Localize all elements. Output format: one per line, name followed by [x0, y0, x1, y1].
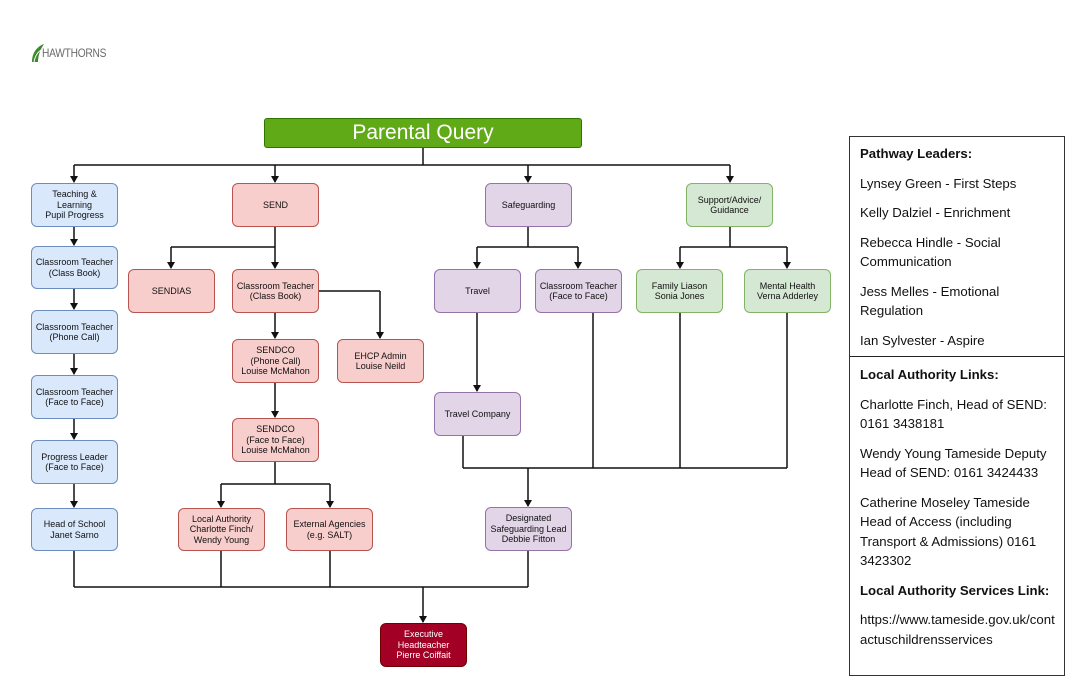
- node-travel-company: Travel Company: [434, 392, 521, 436]
- services-url[interactable]: https://www.tameside.gov.uk/contactuschi…: [860, 612, 1055, 647]
- node-designated-safeguarding-lead: Designated Safeguarding Lead Debbie Fitt…: [485, 507, 572, 551]
- parental-query-title: Parental Query: [264, 118, 582, 148]
- node-classroom-teacher-phone: Classroom Teacher (Phone Call): [31, 310, 118, 354]
- node-executive-headteacher: Executive Headteacher Pierre Coiffait: [380, 623, 467, 667]
- pathway-leaders-heading: Pathway Leaders:: [860, 146, 973, 161]
- node-travel: Travel: [434, 269, 521, 313]
- node-classroom-teacher-class-book-send: Classroom Teacher (Class Book): [232, 269, 319, 313]
- node-ehcp-admin: EHCP Admin Louise Neild: [337, 339, 424, 383]
- node-classroom-teacher-face-left: Classroom Teacher (Face to Face): [31, 375, 118, 419]
- node-support-advice-guidance: Support/Advice/ Guidance: [686, 183, 773, 227]
- services-link-heading: Local Authority Services Link:: [860, 582, 1050, 598]
- logo-text: HAWTHORNS: [42, 46, 107, 60]
- node-sendco-phone: SENDCO (Phone Call) Louise McMahon: [232, 339, 319, 383]
- pathway-leader-item: Lynsey Green - First Steps: [860, 175, 1017, 191]
- node-head-of-school: Head of School Janet Sarno: [31, 508, 118, 551]
- hawthorns-logo: HAWTHORNS: [30, 40, 110, 68]
- node-classroom-teacher-face-safeguarding: Classroom Teacher (Face to Face): [535, 269, 622, 313]
- local-authority-link-item: Catherine Moseley Tameside Head of Acces…: [860, 494, 1037, 569]
- node-family-liason: Family Liason Sonia Jones: [636, 269, 723, 313]
- node-local-authority: Local Authority Charlotte Finch/ Wendy Y…: [178, 508, 265, 551]
- panel-divider: [850, 356, 1064, 357]
- leaf-icon: [32, 44, 44, 63]
- local-authority-links-heading: Local Authority Links:: [860, 367, 999, 382]
- node-progress-leader: Progress Leader (Face to Face): [31, 440, 118, 484]
- node-classroom-teacher-class-book-left: Classroom Teacher (Class Book): [31, 246, 118, 289]
- local-authority-link-item: Charlotte Finch, Head of SEND: 0161 3438…: [860, 396, 1047, 432]
- pathway-leader-item: Rebecca Hindle - Social Communication: [860, 234, 1001, 270]
- node-sendco-face: SENDCO (Face to Face) Louise McMahon: [232, 418, 319, 462]
- node-mental-health: Mental Health Verna Adderley: [744, 269, 831, 313]
- node-safeguarding: Safeguarding: [485, 183, 572, 227]
- pathway-leader-item: Kelly Dalziel - Enrichment: [860, 205, 1011, 220]
- node-external-agencies: External Agencies (e.g. SALT): [286, 508, 373, 551]
- local-authority-link-item: Wendy Young Tameside Deputy Head of SEND…: [860, 445, 1047, 481]
- info-panel: Pathway Leaders: Lynsey Green - First St…: [849, 136, 1065, 676]
- node-sendias: SENDIAS: [128, 269, 215, 313]
- node-send: SEND: [232, 183, 319, 227]
- pathway-leader-item: Ian Sylvester - Aspire: [860, 332, 985, 348]
- pathway-leader-item: Jess Melles - Emotional Regulation: [860, 283, 1000, 319]
- node-teaching-learning: Teaching & Learning Pupil Progress: [31, 183, 118, 227]
